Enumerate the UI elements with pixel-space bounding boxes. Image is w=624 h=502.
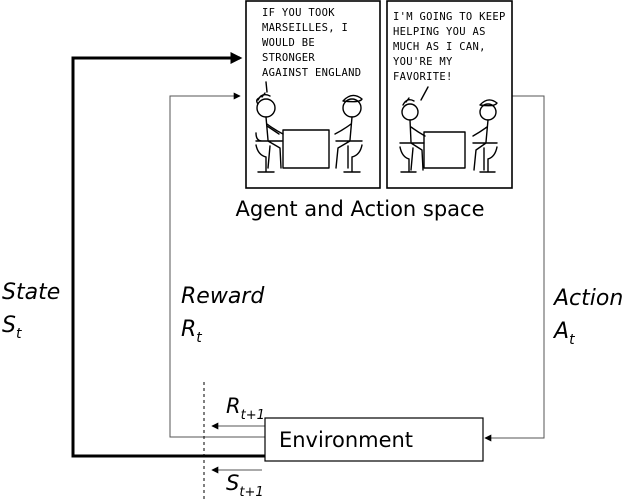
action-symbol: At bbox=[552, 319, 575, 348]
left-speech-text: IF YOU TOOK MARSEILLES, I WOULD BE STRON… bbox=[262, 7, 361, 79]
next-reward-symbol: Rt+1 bbox=[226, 394, 265, 423]
environment-box bbox=[264, 417, 484, 462]
state-symbol: St bbox=[2, 313, 22, 342]
comic-panel-left: IF YOU TOOK MARSEILLES, I WOULD BE STRON… bbox=[245, 0, 381, 189]
next-state-symbol: St+1 bbox=[226, 471, 264, 500]
agent-caption: Agent and Action space bbox=[235, 197, 484, 221]
reward-arrow bbox=[169, 92, 265, 438]
reward-label: Reward bbox=[181, 284, 265, 309]
action-arrow bbox=[484, 95, 545, 442]
right-speech-text: I'M GOING TO KEEP HELPING YOU AS MUCH AS… bbox=[393, 11, 512, 83]
environment-label: Environment bbox=[279, 428, 413, 452]
state-arrow bbox=[71, 52, 305, 458]
action-label: Action bbox=[552, 286, 623, 311]
state-label: State bbox=[2, 280, 60, 305]
reward-symbol: Rt bbox=[181, 317, 202, 346]
comic-panel-right: I'M GOING TO KEEP HELPING YOU AS MUCH AS… bbox=[386, 0, 513, 189]
